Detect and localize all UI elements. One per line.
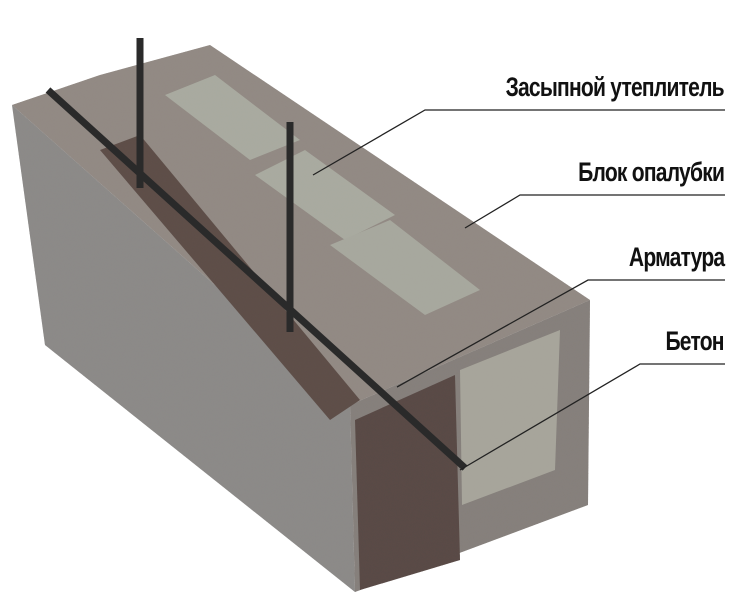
label-formwork-block: Блок опалубки bbox=[578, 157, 725, 187]
label-concrete: Бетон bbox=[665, 326, 725, 356]
leader-line-formwork bbox=[464, 194, 725, 229]
label-rebar: Арматура bbox=[628, 242, 725, 272]
block-top-face bbox=[12, 45, 590, 405]
leader-line-concrete bbox=[459, 363, 725, 471]
label-insulation: Засыпной утеплитель bbox=[505, 72, 725, 102]
concrete-channel bbox=[100, 135, 360, 420]
insulation-cavity-3 bbox=[330, 220, 480, 315]
rebar-horizontal bbox=[45, 87, 468, 471]
leader-line-rebar bbox=[396, 279, 725, 388]
concrete-core bbox=[355, 375, 460, 590]
insulation-end bbox=[460, 330, 560, 505]
block-side-face bbox=[12, 105, 355, 592]
leader-line-insulation bbox=[312, 109, 725, 176]
insulation-cavity-1 bbox=[165, 75, 300, 160]
